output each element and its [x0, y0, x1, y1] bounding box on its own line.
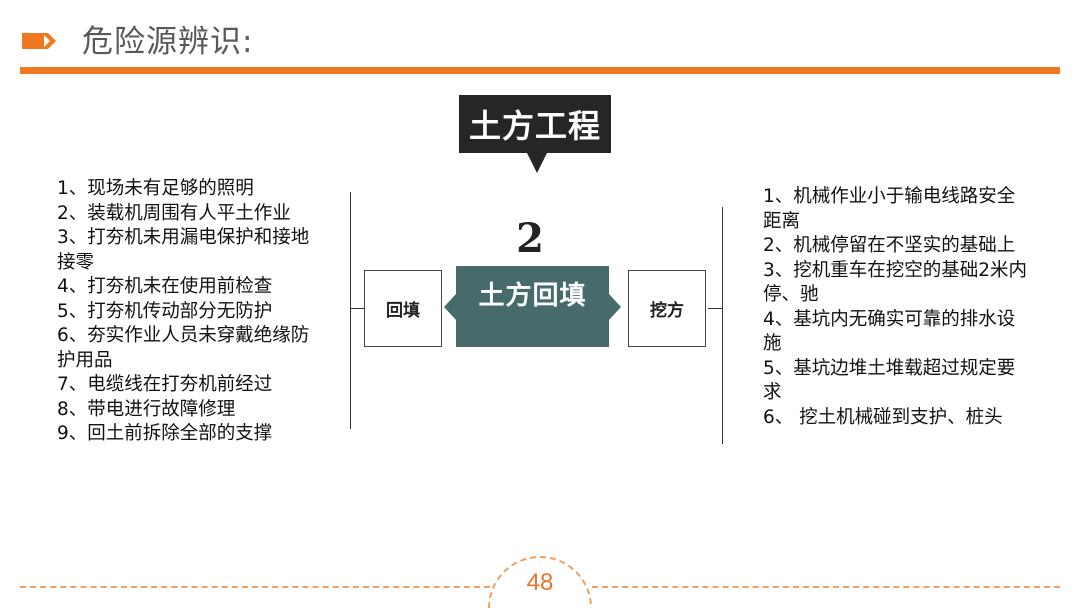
footer-divider-right [592, 586, 1060, 588]
center-topic-box: 土方回填 [456, 266, 609, 347]
page-number-badge [488, 556, 592, 608]
list-item: 5、打夯机传动部分无防护 [57, 300, 273, 322]
page-title: 危险源辨识: [82, 24, 254, 60]
right-bracket-line [722, 207, 723, 444]
footer-divider-left [20, 586, 490, 588]
right-connector [708, 308, 722, 309]
page-number: 48 [526, 569, 554, 596]
title-pointer [527, 153, 547, 173]
center-notch-right [609, 294, 621, 320]
header-divider [20, 67, 1060, 74]
center-notch-left [444, 294, 456, 320]
list-item: 3、挖机重车在挖空的基础2米内停、驰 [763, 259, 1028, 306]
step-number: 2 [516, 215, 544, 262]
list-item: 5、基坑边堆土堆载超过规定要求 [763, 357, 1016, 404]
list-item: 4、基坑内无确实可靠的排水设施 [763, 308, 1016, 355]
backfill-box: 回填 [364, 270, 442, 347]
left-connector [350, 308, 364, 309]
list-item: 2、装载机周围有人平土作业 [57, 202, 291, 224]
list-item: 3、打夯机未用漏电保护和接地接零 [57, 227, 310, 273]
left-hazard-list: 1、现场未有足够的照明 2、装载机周围有人平土作业 3、打夯机未用漏电保护和接地… [57, 177, 322, 447]
list-item: 7、电缆线在打夯机前经过 [57, 374, 273, 395]
list-item: 6、 挖土机械碰到支护、桩头 [763, 406, 1003, 428]
diagram-title: 土方工程 [459, 95, 611, 153]
chevron-arrow-icon [22, 33, 56, 49]
excavation-box: 挖方 [628, 270, 706, 347]
right-hazard-list: 1、机械作业小于输电线路安全距离 2、机械停留在不坚实的基础上 3、挖机重车在挖… [763, 185, 1031, 430]
list-item: 8、带电进行故障修理 [57, 398, 236, 420]
left-bracket-line [350, 192, 351, 429]
list-item: 1、机械作业小于输电线路安全距离 [763, 186, 1016, 232]
list-item: 6、夯实作业人员未穿戴绝缘防护用品 [57, 325, 310, 371]
list-item: 4、打夯机未在使用前检查 [57, 276, 273, 297]
list-item: 9、回土前拆除全部的支撑 [57, 423, 273, 444]
list-item: 1、现场未有足够的照明 [57, 178, 254, 199]
list-item: 2、机械停留在不坚实的基础上 [763, 235, 1016, 256]
